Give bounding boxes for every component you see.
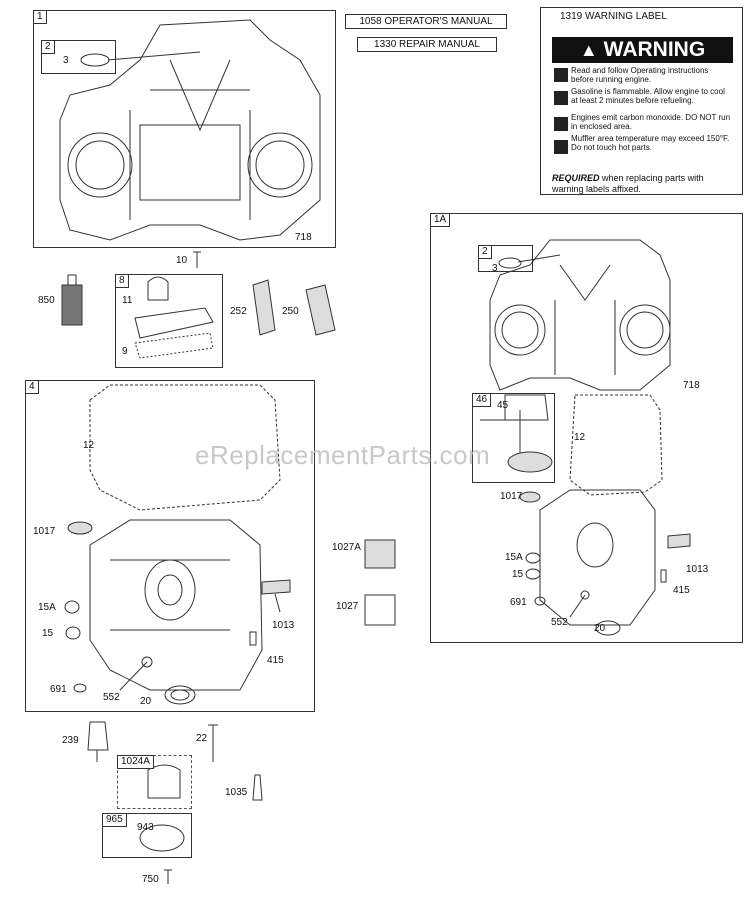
group-label-8[interactable]: 8 xyxy=(115,274,129,288)
part-label-718[interactable]: 718 xyxy=(295,232,312,243)
part-label-15a[interactable]: 15A xyxy=(38,602,56,613)
group-label-46[interactable]: 46 xyxy=(472,393,492,407)
part-label-252[interactable]: 252 xyxy=(230,306,247,317)
warning-line-4: Muffler area temperature may exceed 150°… xyxy=(571,134,730,152)
group-label-1[interactable]: 1 xyxy=(33,10,47,24)
part-label-1013-right[interactable]: 1013 xyxy=(686,564,709,575)
warning-label-title: 1319 WARNING LABEL xyxy=(560,11,667,22)
part-label-45[interactable]: 45 xyxy=(497,400,509,411)
part-label-850[interactable]: 850 xyxy=(38,295,55,306)
part-label-9[interactable]: 9 xyxy=(122,346,128,357)
group-box-2-right: 2 xyxy=(478,245,533,272)
group-box-1: 1 xyxy=(33,10,336,248)
group-label-4[interactable]: 4 xyxy=(25,380,39,394)
part-label-15a-right[interactable]: 15A xyxy=(505,552,523,563)
part-label-15[interactable]: 15 xyxy=(42,628,54,639)
part-label-20-right[interactable]: 20 xyxy=(594,623,606,634)
warning-heading: ▲WARNING xyxy=(552,37,733,63)
part-label-1035[interactable]: 1035 xyxy=(225,787,248,798)
part-label-12-right[interactable]: 12 xyxy=(574,432,586,443)
part-label-1027[interactable]: 1027 xyxy=(336,601,359,612)
watermark-text: eReplacementParts.com xyxy=(195,440,491,470)
warning-line-1: Read and follow Operating instructions b… xyxy=(571,66,709,84)
part-label-3-right[interactable]: 3 xyxy=(492,263,498,274)
part-label-1027a[interactable]: 1027A xyxy=(332,542,361,553)
warning-line-2: Gasoline is flammable. Allow engine to c… xyxy=(571,87,725,105)
manual-book-icon xyxy=(554,68,568,82)
group-box-1024a: 1024A xyxy=(117,755,192,809)
group-label-965[interactable]: 965 xyxy=(102,813,127,827)
part-label-20[interactable]: 20 xyxy=(140,696,152,707)
part-label-10[interactable]: 10 xyxy=(176,255,188,266)
part-label-250[interactable]: 250 xyxy=(282,306,299,317)
part-label-552[interactable]: 552 xyxy=(103,692,120,703)
part-label-1013[interactable]: 1013 xyxy=(272,620,295,631)
group-label-1024a[interactable]: 1024A xyxy=(117,755,154,769)
warning-triangle-icon: ▲ xyxy=(579,40,598,60)
part-label-750[interactable]: 750 xyxy=(142,874,159,885)
operators-manual-label[interactable]: 1058 OPERATOR'S MANUAL xyxy=(345,14,507,29)
group-box-2: 2 xyxy=(41,40,116,74)
group-box-1a: 1A xyxy=(430,213,743,643)
part-label-11[interactable]: 11 xyxy=(122,295,133,306)
part-label-552-right[interactable]: 552 xyxy=(551,617,568,628)
group-box-46: 46 xyxy=(472,393,555,483)
group-box-8: 8 xyxy=(115,274,223,368)
group-box-965: 965 xyxy=(102,813,192,858)
part-label-415-right[interactable]: 415 xyxy=(673,585,690,596)
warning-label-panel[interactable]: 1319 WARNING LABEL ▲WARNING Read and fol… xyxy=(540,7,743,195)
part-label-415[interactable]: 415 xyxy=(267,655,284,666)
fire-icon xyxy=(554,91,568,105)
part-label-12[interactable]: 12 xyxy=(83,440,95,451)
required-note: REQUIRED when replacing parts with warni… xyxy=(552,173,704,194)
person-exhaust-icon xyxy=(554,117,568,131)
group-label-2[interactable]: 2 xyxy=(41,40,55,54)
part-label-691-right[interactable]: 691 xyxy=(510,597,527,608)
hot-surface-icon xyxy=(554,140,568,154)
group-label-2-right[interactable]: 2 xyxy=(478,245,492,259)
part-label-22[interactable]: 22 xyxy=(196,733,208,744)
part-label-1017-right[interactable]: 1017 xyxy=(500,491,523,502)
repair-manual-label[interactable]: 1330 REPAIR MANUAL xyxy=(357,37,497,52)
part-label-718-right[interactable]: 718 xyxy=(683,380,700,391)
part-label-15-right[interactable]: 15 xyxy=(512,569,524,580)
part-label-1017[interactable]: 1017 xyxy=(33,526,56,537)
part-label-943[interactable]: 943 xyxy=(137,822,154,833)
part-label-691[interactable]: 691 xyxy=(50,684,67,695)
part-label-239[interactable]: 239 xyxy=(62,735,79,746)
group-label-1a[interactable]: 1A xyxy=(430,213,451,227)
part-label-3[interactable]: 3 xyxy=(63,55,69,66)
warning-line-3: Engines emit carbon monoxide. DO NOT run… xyxy=(571,113,731,131)
group-box-4: 4 xyxy=(25,380,315,712)
